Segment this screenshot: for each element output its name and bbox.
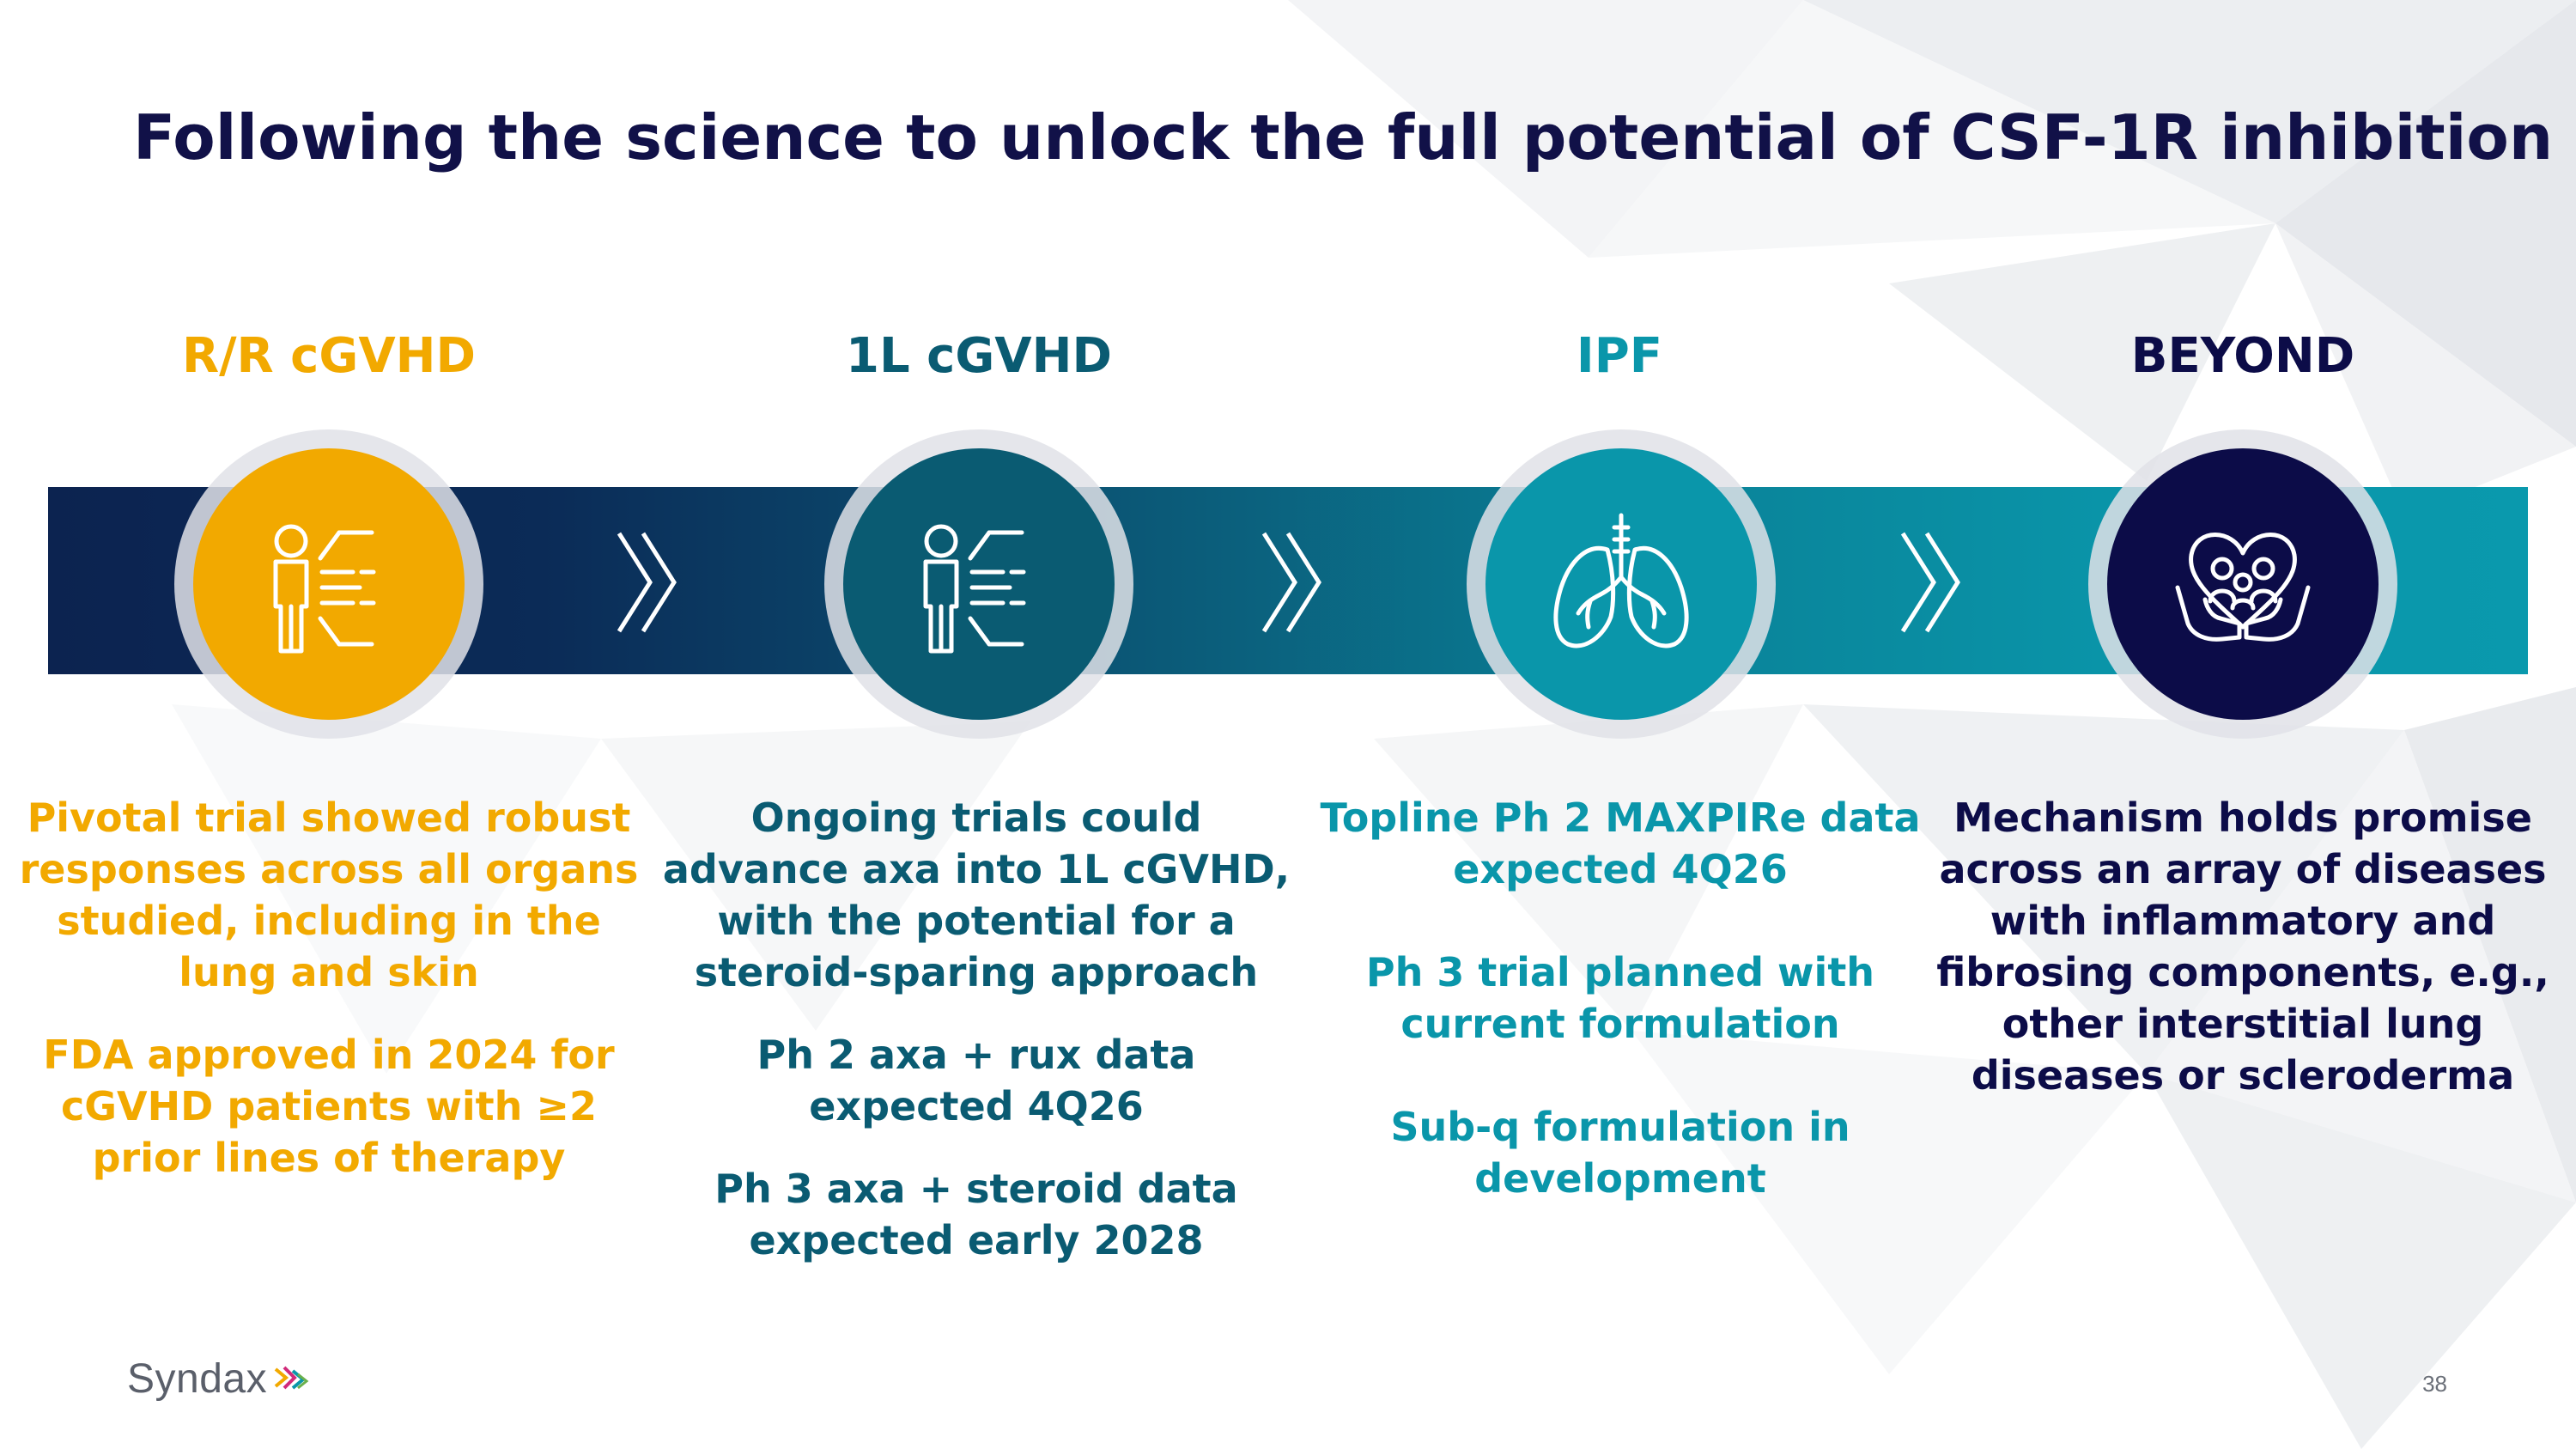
stage-detail: Pivotal trial showed robust responses ac…: [19, 795, 639, 995]
stage-description-beyond: Mechanism holds promise across an array …: [1925, 792, 2561, 1101]
stage-description-ipf: Topline Ph 2 MAXPIRe data expected 4Q26 …: [1303, 792, 1938, 1204]
stage-circle-beyond: [2107, 448, 2379, 720]
stage-heading-beyond: BEYOND: [2130, 328, 2355, 384]
stage-detail: Ongoing trials could advance axa into 1L…: [662, 795, 1291, 995]
person-branching-icon: [923, 524, 1026, 654]
page-number: 38: [2422, 1371, 2447, 1397]
stage-circle-1l-cgvhd: [843, 448, 1115, 720]
family-heart-hands-icon: [2175, 533, 2311, 642]
slide-title: Following the science to unlock the full…: [133, 101, 2554, 174]
stage-heading-ipf: IPF: [1576, 328, 1663, 384]
stage-circle-ipf: [1485, 448, 1757, 720]
chevron-right-icon: [1261, 532, 1321, 633]
chevron-right-icon: [617, 532, 677, 633]
syndax-logo: Syndax: [127, 1355, 312, 1403]
stage-description-rr-cgvhd: Pivotal trial showed robust responses ac…: [11, 792, 647, 1184]
lungs-icon: [1553, 513, 1689, 648]
person-branching-icon: [273, 524, 376, 654]
stage-circle-rr-cgvhd: [193, 448, 465, 720]
stage-detail: Ph 3 trial planned with current formulat…: [1365, 949, 1875, 1047]
stage-detail: Topline Ph 2 MAXPIRe data expected 4Q26: [1320, 795, 1921, 892]
stage-detail: Ph 2 axa + rux data expected 4Q26: [756, 1032, 1196, 1129]
stage-heading-1l-cgvhd: 1L cGVHD: [846, 328, 1112, 384]
stage-description-1l-cgvhd: Ongoing trials could advance axa into 1L…: [659, 792, 1294, 1266]
stage-heading-rr-cgvhd: R/R cGVHD: [181, 328, 477, 384]
stage-detail: FDA approved in 2024 for cGVHD patients …: [43, 1032, 615, 1181]
stage-detail: Sub-q formulation in development: [1390, 1104, 1850, 1202]
logo-mark-icon: [274, 1366, 309, 1390]
stage-detail: Mechanism holds promise across an array …: [1936, 795, 2549, 1099]
stage-detail: Ph 3 axa + steroid data expected early 2…: [714, 1166, 1238, 1263]
chevron-right-icon: [1900, 532, 1960, 633]
logo-wordmark: Syndax: [127, 1356, 268, 1402]
